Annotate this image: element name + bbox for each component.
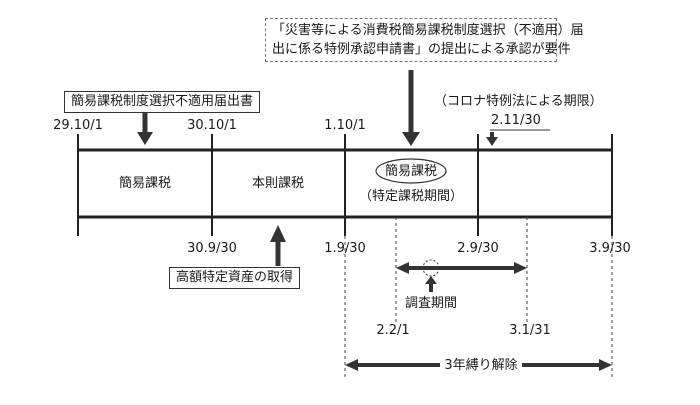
- release-arrow-left-head: [345, 359, 358, 371]
- top-box-arrow-head: [137, 132, 153, 145]
- survey-start-date: 2.2/1: [376, 323, 410, 338]
- date-30-9-30: 30.9/30: [187, 241, 237, 256]
- top-box: 簡易課税制度選択不適用届出書: [64, 91, 261, 113]
- date-3-9-30: 3.9/30: [589, 241, 631, 256]
- period-3-sublabel: （特定課税期間）: [358, 189, 464, 204]
- survey-up-arrow-head: [425, 276, 437, 284]
- deadline-label: 2.11/30: [491, 113, 541, 128]
- survey-end-date: 3.1/31: [509, 323, 551, 338]
- period-2-label: 本則課税: [251, 176, 305, 191]
- bottom-box-arrow-head: [270, 225, 286, 242]
- date-2-9-30: 2.9/30: [457, 241, 499, 256]
- survey-arrow-right-head: [514, 262, 527, 274]
- date-1-10-1: 1.10/1: [324, 118, 366, 133]
- release-label: 3年縛り解除: [444, 358, 518, 373]
- bottom-box: 高額特定資産の取得: [169, 267, 301, 289]
- notice-box: 「災害等による消費税簡易課税制度選択（不適用）届 出に係る特例承認申請書」の提出…: [265, 18, 584, 62]
- date-30-10-1: 30.10/1: [187, 118, 237, 133]
- corona-note: （コロナ特例法による期限）: [434, 94, 603, 109]
- notice-line-1: 「災害等による消費税簡易課税制度選択（不適用）届: [272, 23, 584, 38]
- period-1-label: 簡易課税: [118, 176, 172, 191]
- period-3-label: 簡易課税: [384, 164, 438, 179]
- notice-arrow-head: [402, 132, 420, 146]
- highlight-ellipse: [375, 158, 447, 184]
- notice-line-2: 出に係る特例承認申請書」の提出による承認が要件: [272, 42, 571, 57]
- survey-arrow-left-head: [396, 262, 409, 274]
- date-1-9-30: 1.9/30: [324, 241, 366, 256]
- date-29-10-1: 29.10/1: [53, 118, 103, 133]
- release-arrow-right-head: [599, 359, 612, 371]
- survey-label: 調査期間: [404, 296, 458, 311]
- deadline-arrow-head: [486, 137, 498, 146]
